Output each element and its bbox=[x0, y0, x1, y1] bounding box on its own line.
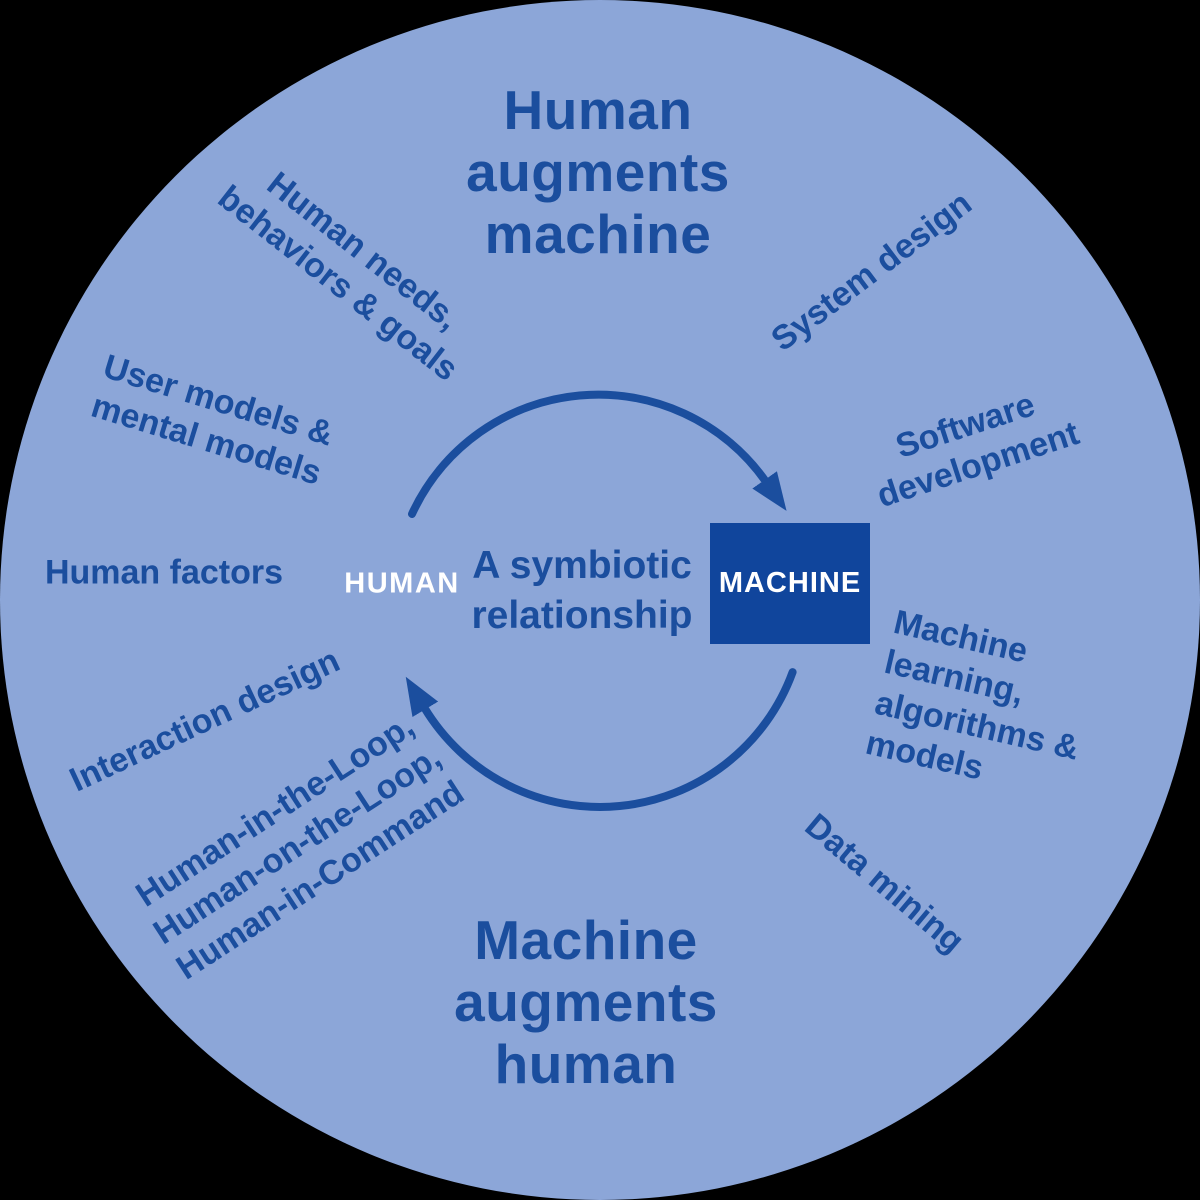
heading-machine-augments-human: Machine augments human bbox=[454, 908, 718, 1096]
arrow-machine-to-human-icon bbox=[405, 668, 797, 811]
human-node: HUMAN bbox=[344, 567, 460, 600]
arrow-human-to-machine-icon bbox=[408, 390, 787, 518]
label-human-factors: Human factors bbox=[44, 553, 284, 592]
heading-human-augments-machine: Human augments machine bbox=[466, 78, 730, 266]
symbiotic-relationship-caption: A symbiotic relationship bbox=[471, 544, 693, 637]
machine-node-label: MACHINE bbox=[718, 567, 862, 599]
machine-node: MACHINE bbox=[710, 523, 870, 644]
